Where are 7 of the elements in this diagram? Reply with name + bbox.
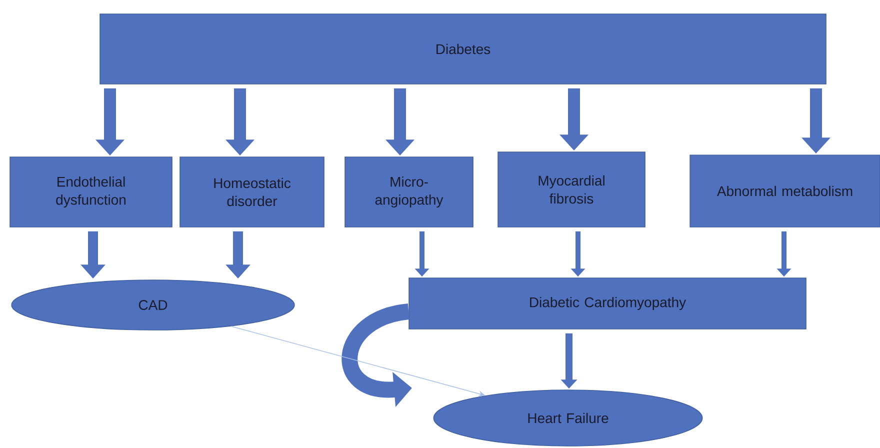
process-box: Diabetes [100, 14, 826, 84]
process-box: Homeostatic disorder [180, 156, 324, 228]
process-box: Endothelial dysfunction [10, 156, 172, 228]
process-box: Micro- angiopathy [344, 156, 474, 228]
process-box: Diabetic Cardiomyopathy [408, 278, 806, 330]
process-box: Myocardial fibrosis [498, 152, 646, 228]
process-box: Abnormal metabolism [690, 154, 880, 228]
